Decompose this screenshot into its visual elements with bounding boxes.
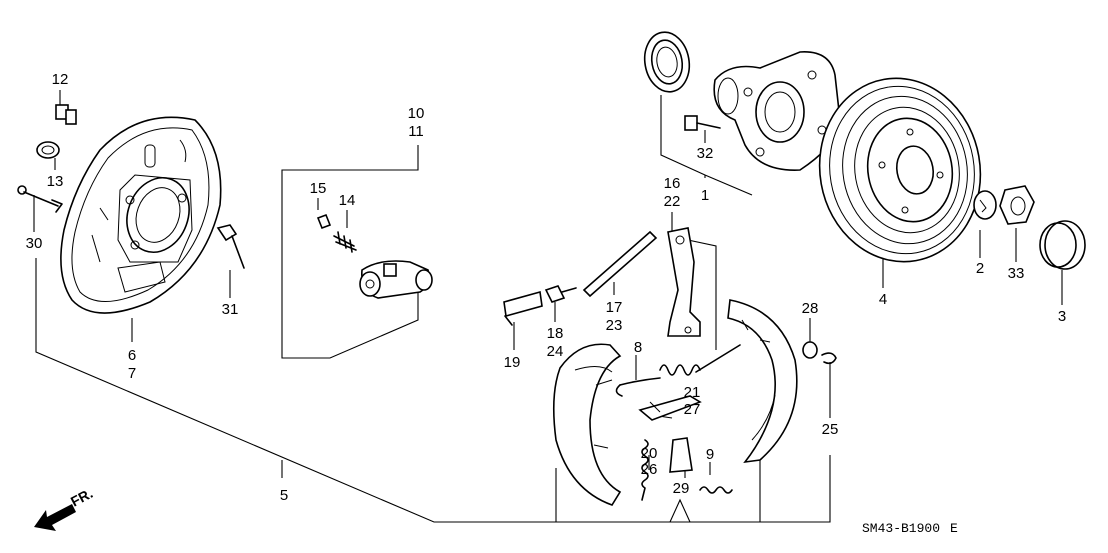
hub-bolt-32 (684, 115, 721, 131)
callout-6: 6 (128, 347, 136, 364)
callout-27: 27 (684, 401, 701, 418)
callout-15: 15 (310, 180, 327, 197)
wheel-cylinder (316, 213, 433, 299)
callout-5: 5 (280, 487, 288, 504)
callout-19: 19 (504, 354, 521, 371)
callout-20: 20 (641, 445, 658, 462)
washer-28 (802, 341, 818, 359)
adjuster-rod-17 (582, 230, 658, 298)
callout-23: 23 (606, 317, 623, 334)
adjuster-nut-18 (544, 285, 577, 303)
callout-17: 17 (606, 299, 623, 316)
nut-33 (999, 185, 1035, 225)
callout-28: 28 (802, 300, 819, 317)
diagram-code-text: SM43-B1900 (862, 521, 940, 536)
callouts: 1 2 3 4 5 6 7 8 9 10 11 12 13 14 15 16 1… (26, 71, 1067, 504)
callout-21: 21 (684, 384, 701, 401)
adjuster-bolt-19 (503, 290, 543, 326)
callout-18: 18 (547, 325, 564, 342)
callout-12: 12 (52, 71, 69, 88)
callout-8: 8 (634, 339, 642, 356)
leader-lines (33, 90, 1063, 523)
parking-lever-16 (667, 227, 701, 337)
callout-11: 11 (408, 123, 424, 140)
callout-10: 10 (408, 105, 425, 122)
bolt-12 (55, 104, 77, 125)
brake-drum (818, 77, 982, 263)
clip-29-hold (669, 437, 693, 473)
hub-seal (643, 31, 691, 93)
spring-9 (699, 486, 733, 494)
arrow-icon (34, 504, 76, 531)
spring-20 (641, 439, 649, 501)
callout-29: 29 (673, 480, 690, 497)
callout-14: 14 (339, 192, 356, 209)
brake-shoe-left (552, 343, 622, 506)
callout-32: 32 (697, 145, 714, 162)
callout-2: 2 (976, 260, 984, 277)
callout-26: 26 (641, 461, 658, 478)
hub-cap-3 (1039, 220, 1086, 270)
callout-24: 24 (547, 343, 564, 360)
callout-16: 16 (664, 175, 681, 192)
backing-plate (60, 116, 222, 314)
callout-1: 1 (701, 187, 709, 204)
spring-8 (615, 344, 741, 397)
grommet-13 (36, 141, 60, 159)
callout-22: 22 (664, 193, 681, 210)
washer-2 (973, 190, 997, 220)
callout-7: 7 (128, 365, 136, 382)
callout-13: 13 (47, 173, 64, 190)
callout-33: 33 (1008, 265, 1025, 282)
bolt-31 (216, 224, 245, 269)
callout-4: 4 (879, 291, 887, 308)
front-direction-arrow: FR. (34, 485, 95, 531)
diagram-code-suffix: E (950, 521, 958, 536)
callout-9: 9 (706, 446, 714, 463)
diagram-code: SM43-B1900 E (862, 521, 958, 536)
callout-31: 31 (222, 301, 239, 318)
clip-25 (821, 352, 837, 365)
brake-shoe-right (727, 299, 798, 464)
callout-3: 3 (1058, 308, 1066, 325)
callout-25: 25 (822, 421, 839, 438)
strut-21 (638, 395, 702, 421)
pin-30 (17, 185, 63, 213)
callout-30: 30 (26, 235, 43, 252)
